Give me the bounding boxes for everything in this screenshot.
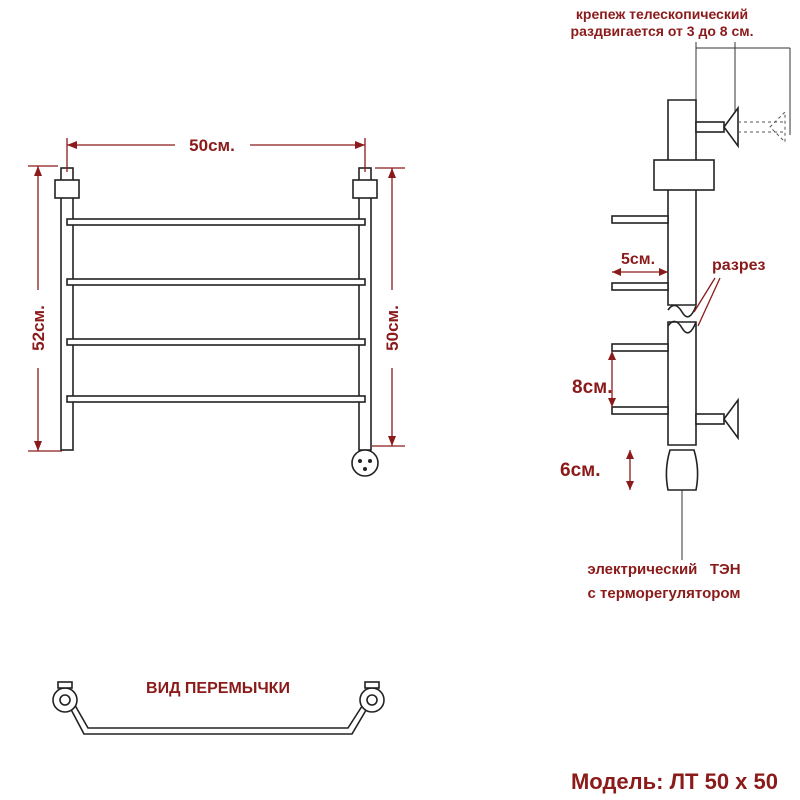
mount-label-line1: крепеж телескопический <box>576 6 748 22</box>
bar-stub-1 <box>611 215 669 224</box>
lower-tube <box>667 321 697 446</box>
right-upright <box>358 167 372 451</box>
section-break <box>667 304 697 318</box>
heater-length-label: 6см. <box>560 460 600 481</box>
bar-stub-2 <box>611 282 669 291</box>
heater-element <box>665 449 699 491</box>
left-height-label: 52см. <box>29 305 48 351</box>
side-view: крепеж телескопический раздвигается от 3… <box>560 6 791 602</box>
right-mount-block <box>352 179 378 199</box>
right-height-dimension: 50см. <box>372 167 405 447</box>
bar-depth-dimension: 5см. <box>612 251 668 276</box>
left-height-dimension: 52см. <box>28 165 62 452</box>
width-dimension: 50см. <box>66 136 366 172</box>
right-jumper-mount-icon <box>359 681 385 713</box>
left-upright <box>60 167 74 451</box>
crossbar-1 <box>66 218 366 226</box>
heater-label-line1: электрический ТЭН <box>587 561 740 578</box>
section-label: разрез <box>712 257 765 274</box>
front-view: 50см. 52см. 50см. <box>28 136 405 477</box>
bar-stub-4 <box>611 406 669 415</box>
upper-fastener-icon <box>695 105 786 149</box>
lower-fastener-icon <box>695 397 739 441</box>
right-height-label: 50см. <box>383 305 402 351</box>
crossbar-3 <box>66 338 366 346</box>
model-label: Модель: ЛТ 50 х 50 <box>571 769 778 794</box>
heater-plug-icon <box>351 449 379 477</box>
jumper-bar <box>65 699 373 735</box>
bar-depth-label: 5см. <box>621 251 655 268</box>
jumper-view: ВИД ПЕРЕМЫЧКИ <box>52 680 385 735</box>
bar-stub-3 <box>611 343 669 352</box>
crossbar-4 <box>66 395 366 403</box>
heater-length-dimension: 6см. <box>560 450 634 490</box>
left-mount-block <box>54 179 80 199</box>
mount-label-line2: раздвигается от 3 до 8 см. <box>571 23 754 39</box>
upper-tube <box>667 99 697 306</box>
wall-clamp <box>653 159 715 191</box>
left-jumper-mount-icon <box>52 681 78 713</box>
heater-label-line2: с терморегулятором <box>588 585 741 602</box>
spacing-dimension: 8см. <box>572 351 616 407</box>
crossbar-2 <box>66 278 366 286</box>
jumper-title: ВИД ПЕРЕМЫЧКИ <box>146 680 290 697</box>
width-label: 50см. <box>189 136 235 155</box>
spacing-label: 8см. <box>572 377 612 398</box>
